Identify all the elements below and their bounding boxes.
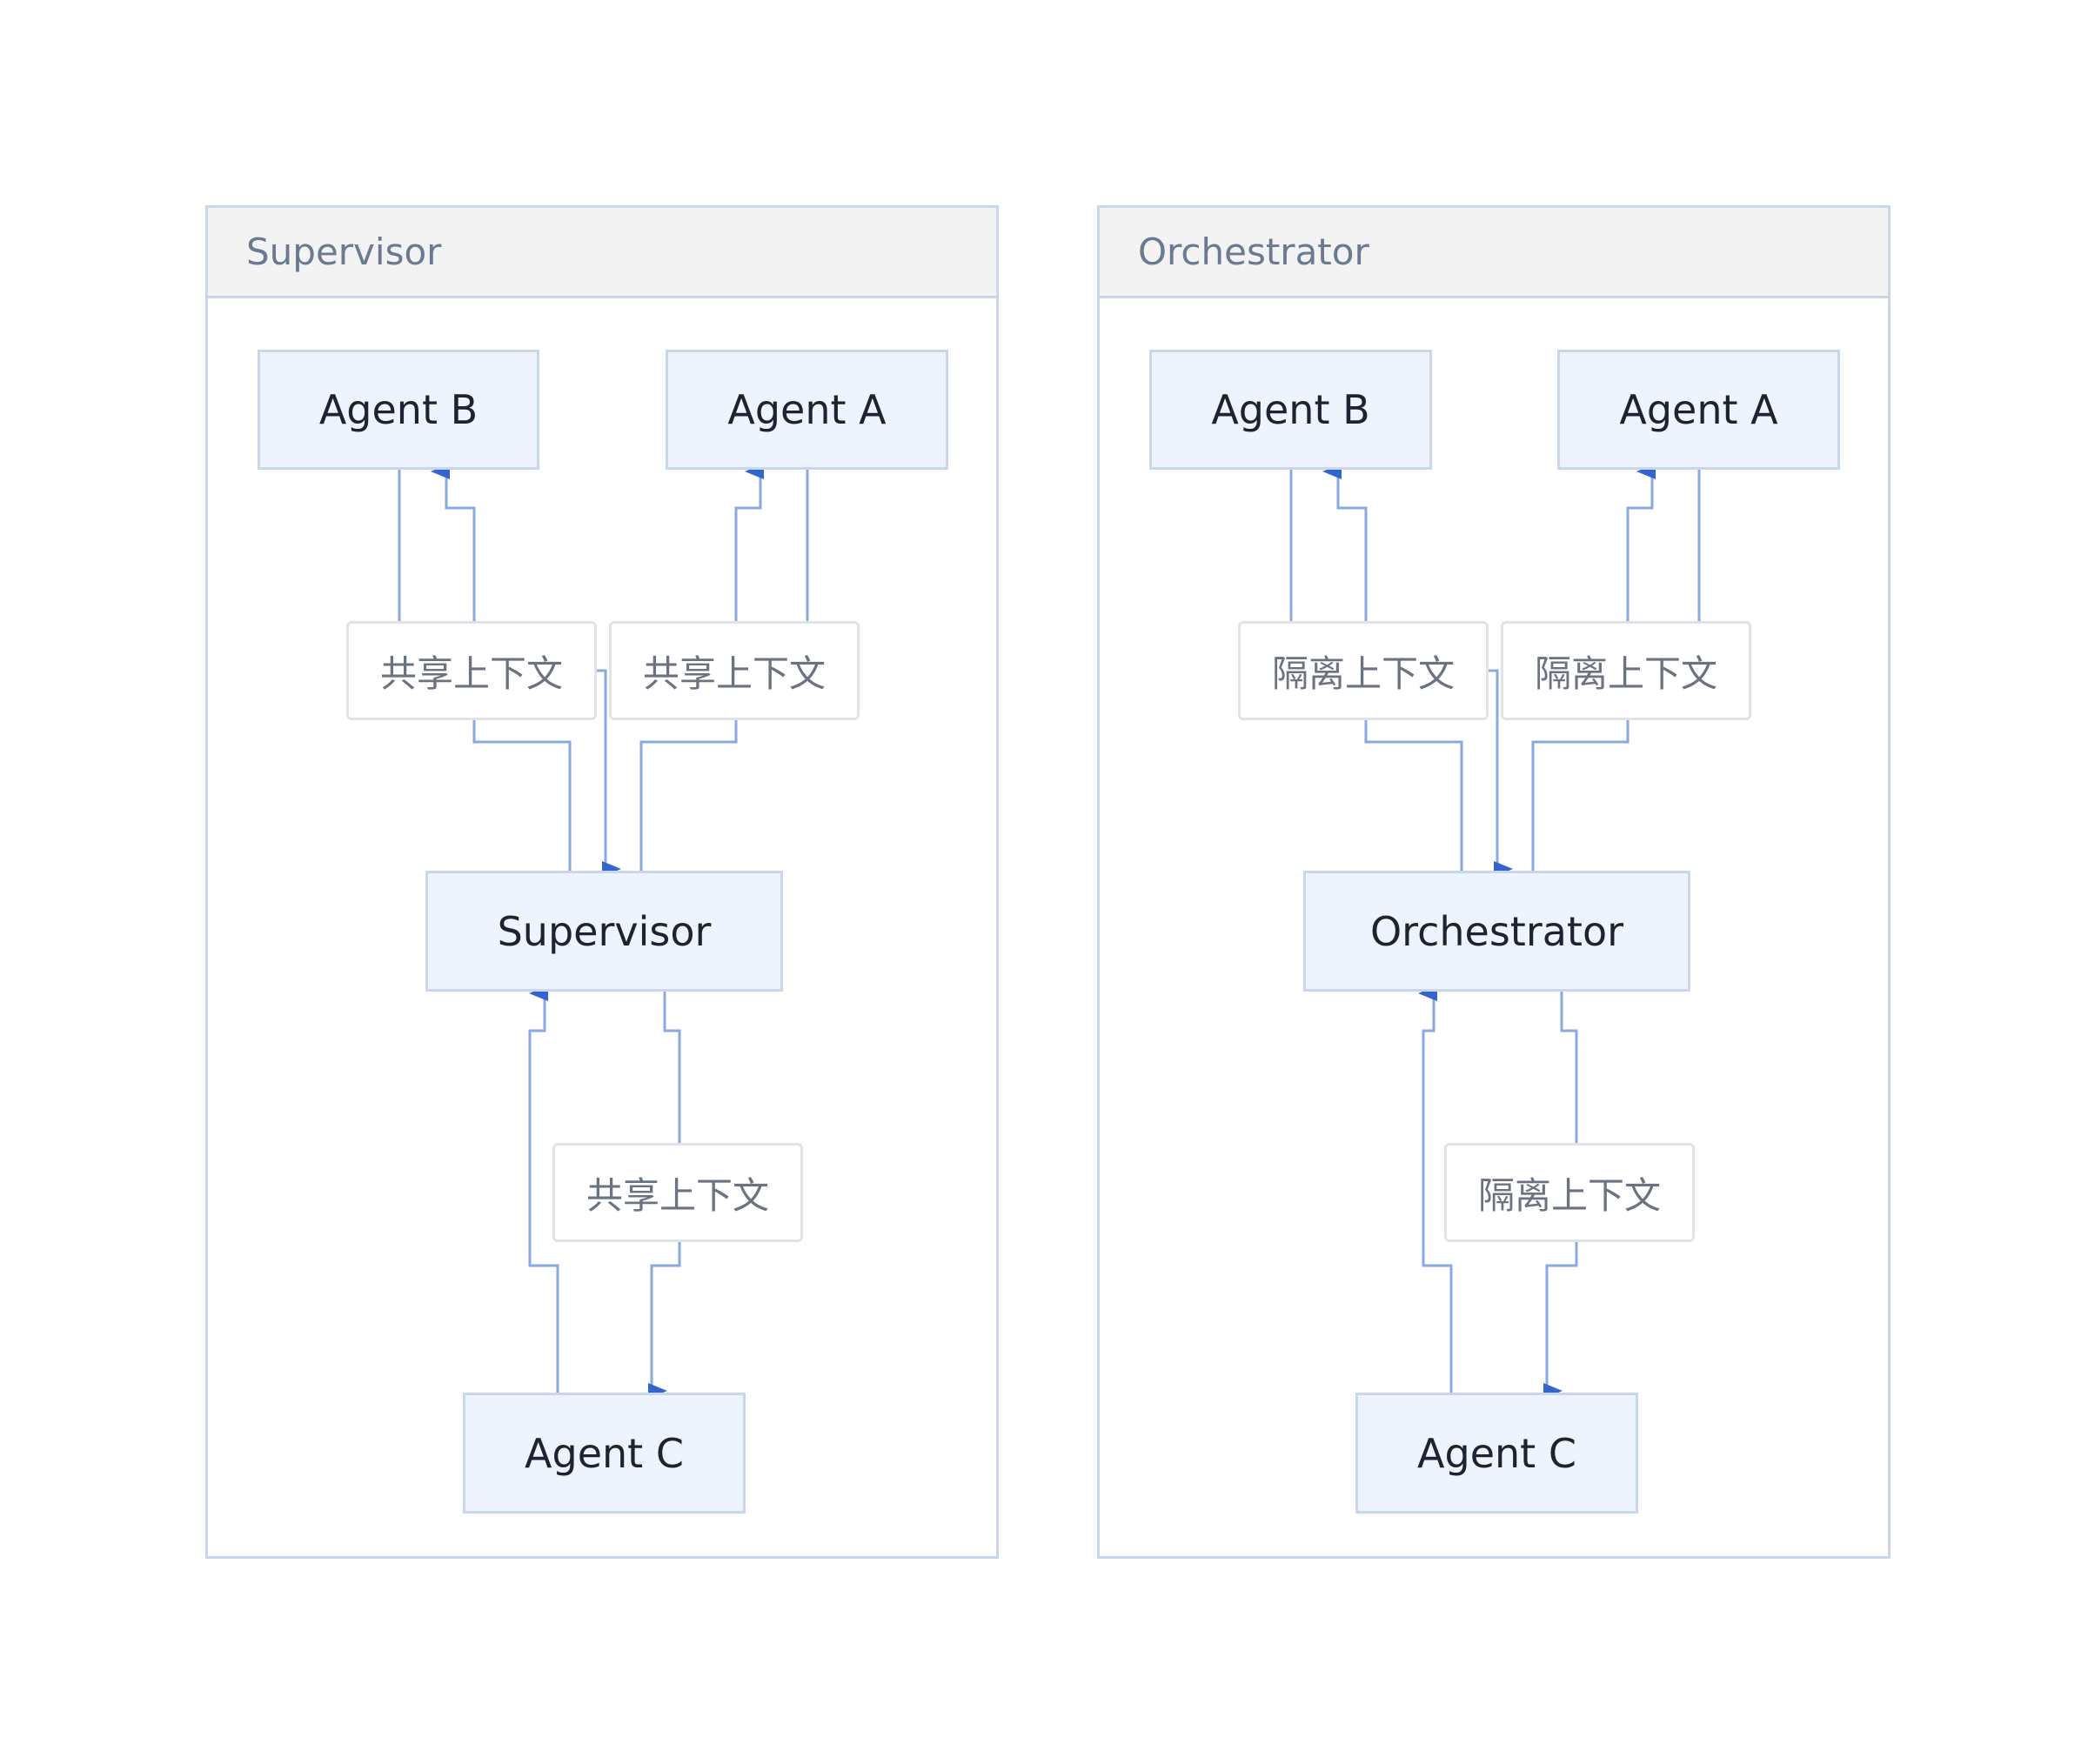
edge-label-shared-context: 共享上下文	[346, 621, 597, 720]
edge-to-agent-c	[648, 1242, 681, 1399]
agent-c-node[interactable]: Agent C	[1355, 1393, 1638, 1513]
edge-label-shared-context: 共享上下文	[609, 621, 860, 720]
edge-label-to-center	[1364, 720, 1463, 871]
orchestrator-edges	[1289, 464, 1701, 1399]
edge-to-center	[1489, 669, 1513, 877]
panel-header: Orchestrator	[1100, 208, 1888, 298]
edge-label-to-center	[472, 720, 572, 871]
agent-b-node[interactable]: Agent B	[1149, 350, 1432, 470]
edge-to-center-from-c	[528, 986, 559, 1393]
edge-to-agent-a	[734, 464, 764, 621]
edge-to-agent-b	[431, 464, 476, 621]
edge-label-to-center	[1531, 720, 1630, 871]
panel-title: Supervisor	[246, 231, 442, 273]
edge-label-shared-context: 共享上下文	[552, 1143, 803, 1242]
panel-title: Orchestrator	[1138, 231, 1369, 273]
edge-to-agent-c	[1543, 1242, 1578, 1399]
agent-a-node[interactable]: Agent A	[1557, 350, 1840, 470]
edge-label-isolated-context: 隔离上下文	[1238, 621, 1489, 720]
agent-c-node[interactable]: Agent C	[463, 1393, 746, 1513]
edge-center-out	[1560, 992, 1578, 1143]
edge-label-isolated-context: 隔离上下文	[1444, 1143, 1695, 1242]
supervisor-edges	[398, 464, 809, 1399]
edge-to-center	[597, 669, 621, 877]
edge-to-center-from-c	[1418, 986, 1453, 1393]
edge-label-isolated-context: 隔离上下文	[1501, 621, 1751, 720]
panel-header: Supervisor	[208, 208, 996, 298]
edge-to-agent-a	[1626, 464, 1656, 621]
edge-center-out	[663, 992, 681, 1143]
supervisor-node[interactable]: Supervisor	[425, 871, 783, 992]
edge-to-agent-b	[1322, 464, 1368, 621]
edge-label-to-center	[639, 720, 738, 871]
agent-a-node[interactable]: Agent A	[666, 350, 948, 470]
orchestrator-node[interactable]: Orchestrator	[1303, 871, 1690, 992]
agent-b-node[interactable]: Agent B	[258, 350, 539, 470]
